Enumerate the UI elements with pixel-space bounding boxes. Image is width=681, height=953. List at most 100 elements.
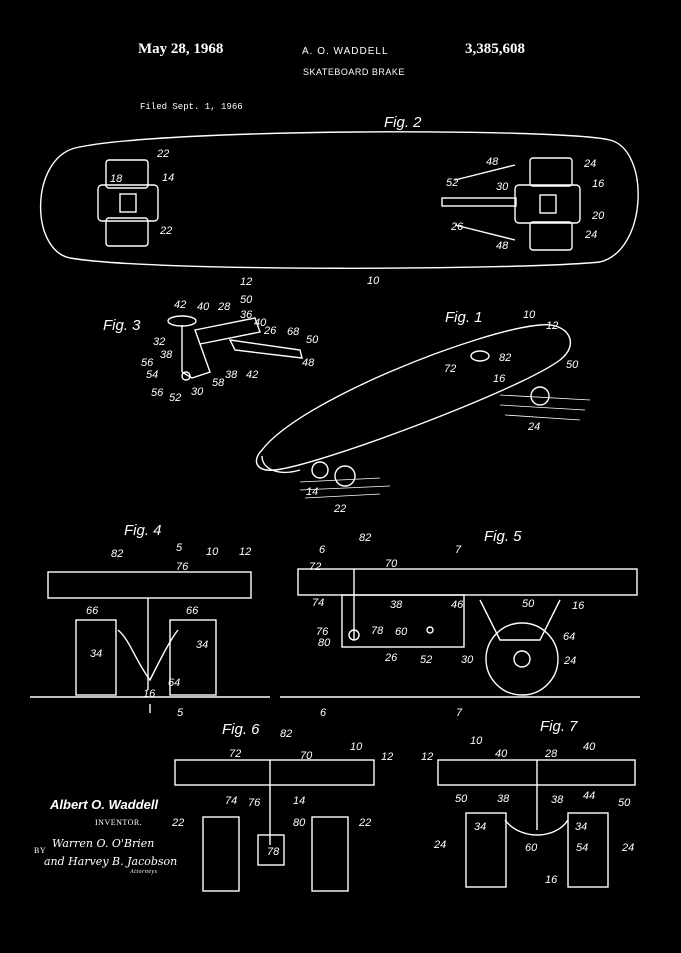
fig3-ref-30: 30 bbox=[191, 386, 204, 398]
fig7-ref-24b: 24 bbox=[621, 842, 634, 854]
fig1-ref-82: 82 bbox=[499, 352, 511, 364]
fig6-drawing bbox=[174, 759, 375, 892]
fig3-ref-26: 26 bbox=[263, 325, 277, 337]
fig5-ref-46: 46 bbox=[451, 599, 464, 611]
fig4-ref-82: 82 bbox=[111, 548, 123, 560]
fig7-ref-50b: 50 bbox=[618, 797, 631, 809]
attorney-role: Attorneys bbox=[130, 869, 158, 875]
fig5-ref-60: 60 bbox=[395, 626, 408, 638]
fig5-ref-16: 16 bbox=[572, 600, 585, 612]
fig5-ref-70: 70 bbox=[385, 558, 398, 570]
fig4-ref-5b: 5 bbox=[177, 707, 184, 719]
fig5-ref-7b: 7 bbox=[456, 707, 463, 719]
fig5-ref-76: 76 bbox=[316, 626, 329, 638]
fig4-ref-76: 76 bbox=[176, 561, 189, 573]
fig7-ref-16: 16 bbox=[545, 874, 558, 886]
fig2-ref-10: 10 bbox=[367, 275, 380, 287]
fig3-ref-36: 36 bbox=[240, 309, 253, 321]
fig3-ref-58: 58 bbox=[212, 377, 225, 389]
fig3-ref-28: 28 bbox=[217, 301, 231, 313]
fig5-drawing bbox=[280, 568, 640, 698]
fig1-ref-72: 72 bbox=[444, 363, 456, 375]
fig7-ref-50a: 50 bbox=[455, 793, 468, 805]
fig1-label: Fig. 1 bbox=[445, 309, 483, 326]
fig3-label: Fig. 3 bbox=[103, 317, 141, 334]
fig1-ref-24: 24 bbox=[527, 421, 540, 433]
fig2-ref-52: 52 bbox=[446, 177, 458, 189]
fig5-ref-82: 82 bbox=[359, 532, 371, 544]
by-label: BY bbox=[34, 846, 47, 855]
fig5-ref-30: 30 bbox=[461, 654, 474, 666]
fig7-ref-34a: 34 bbox=[474, 821, 486, 833]
fig3-ref-38b: 38 bbox=[225, 369, 238, 381]
fig4-ref-10: 10 bbox=[206, 546, 219, 558]
patent-date: May 28, 1968 bbox=[138, 41, 224, 57]
fig3-ref-40b: 40 bbox=[254, 317, 267, 329]
fig1-ref-22: 22 bbox=[333, 503, 346, 515]
fig5-ref-38: 38 bbox=[390, 599, 403, 611]
attorney-line-1: Warren O. O'Brien bbox=[52, 837, 155, 850]
fig3-ref-68: 68 bbox=[287, 326, 300, 338]
fig6-ref-22b: 22 bbox=[358, 817, 371, 829]
fig4-ref-34a: 34 bbox=[90, 648, 102, 660]
filed-date: Filed Sept. 1, 1966 bbox=[140, 102, 243, 112]
fig2-ref-22b: 22 bbox=[159, 225, 172, 237]
fig4-ref-34b: 34 bbox=[196, 639, 208, 651]
fig2-ref-18: 18 bbox=[110, 173, 123, 185]
fig5-ref-72: 72 bbox=[309, 561, 321, 573]
fig2-ref-48a: 48 bbox=[486, 156, 499, 168]
fig3-ref-56b: 56 bbox=[151, 387, 164, 399]
fig6-ref-70: 70 bbox=[300, 750, 313, 762]
fig7-ref-38b: 38 bbox=[551, 794, 564, 806]
fig5-label: Fig. 5 bbox=[484, 528, 522, 545]
fig1-ref-14: 14 bbox=[306, 486, 318, 498]
fig6-ref-82: 82 bbox=[280, 728, 292, 740]
fig6-ref-12: 12 bbox=[381, 751, 393, 763]
fig2-ref-48b: 48 bbox=[496, 240, 509, 252]
attorney-line-2: and Harvey B. Jacobson bbox=[44, 855, 178, 868]
fig6-ref-76: 76 bbox=[248, 797, 261, 809]
fig3-ref-38a: 38 bbox=[160, 349, 173, 361]
fig5-ref-26: 26 bbox=[384, 652, 398, 664]
fig3-ref-42a: 42 bbox=[174, 299, 186, 311]
inventor-signature-name: Albert O. Waddell bbox=[50, 797, 159, 812]
fig7-ref-24a: 24 bbox=[433, 839, 446, 851]
inventor-role: INVENTOR. bbox=[95, 818, 143, 827]
fig5-ref-50: 50 bbox=[522, 598, 535, 610]
fig3-ref-50b: 50 bbox=[306, 334, 319, 346]
fig3-drawing bbox=[167, 315, 303, 381]
fig3-ref-56a: 56 bbox=[141, 357, 154, 369]
fig5-ref-52: 52 bbox=[420, 654, 432, 666]
fig7-ref-10: 10 bbox=[470, 735, 483, 747]
fig4-ref-64: 64 bbox=[168, 677, 180, 689]
fig6-ref-78: 78 bbox=[267, 846, 280, 858]
fig3-ref-32: 32 bbox=[153, 336, 165, 348]
fig2-drawing bbox=[39, 131, 639, 269]
fig6-ref-74: 74 bbox=[225, 795, 237, 807]
fig4-ref-16: 16 bbox=[143, 688, 156, 700]
fig1-ref-12: 12 bbox=[546, 320, 558, 332]
fig2-ref-14: 14 bbox=[162, 172, 174, 184]
fig3-ref-40a: 40 bbox=[197, 301, 210, 313]
fig7-label: Fig. 7 bbox=[540, 718, 578, 735]
fig2-ref-22a: 22 bbox=[156, 148, 169, 160]
fig3-ref-52: 52 bbox=[169, 392, 181, 404]
fig7-ref-38a: 38 bbox=[497, 793, 510, 805]
fig5-ref-6b: 6 bbox=[320, 707, 327, 719]
fig7-ref-40a: 40 bbox=[495, 748, 508, 760]
fig3-ref-48: 48 bbox=[302, 357, 315, 369]
fig7-drawing bbox=[437, 759, 636, 888]
fig4-ref-12: 12 bbox=[239, 546, 251, 558]
fig1-ref-10: 10 bbox=[523, 309, 536, 321]
fig2-ref-24b: 24 bbox=[584, 229, 597, 241]
fig2-ref-20: 20 bbox=[591, 210, 605, 222]
fig6-ref-72: 72 bbox=[229, 748, 241, 760]
fig4-ref-5a: 5 bbox=[176, 542, 183, 554]
fig7-ref-28: 28 bbox=[544, 748, 558, 760]
fig2-ref-24a: 24 bbox=[583, 158, 596, 170]
fig6-label: Fig. 6 bbox=[222, 721, 260, 738]
fig1-ref-50: 50 bbox=[566, 359, 579, 371]
fig2-label: Fig. 2 bbox=[384, 114, 422, 131]
fig6-ref-22a: 22 bbox=[171, 817, 184, 829]
